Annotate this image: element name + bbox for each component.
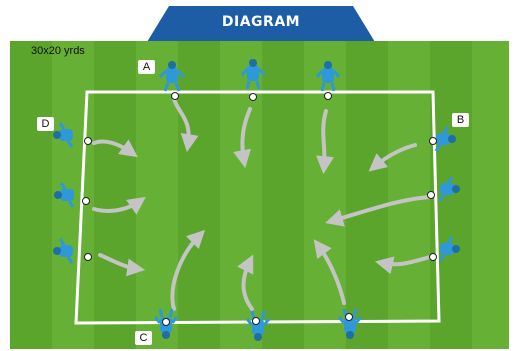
pitch: 30x20 yrds A B C D — [10, 41, 509, 349]
ball-icon — [430, 254, 437, 261]
ball-icon — [85, 254, 92, 261]
ball-icon — [163, 319, 170, 326]
group-label-d: D — [37, 117, 54, 131]
ball-icon — [83, 198, 90, 205]
diagram-header: DIAGRAM — [147, 6, 375, 42]
ball-icon — [253, 318, 260, 325]
header-title: DIAGRAM — [147, 14, 375, 30]
field-size-label: 30x20 yrds — [31, 45, 85, 57]
ball-icon — [250, 94, 257, 101]
ball-icon — [428, 192, 435, 199]
group-label-b: B — [452, 113, 469, 127]
group-label-a: A — [138, 60, 155, 74]
group-label-c: C — [135, 331, 152, 345]
ball-icon — [85, 138, 92, 145]
ball-icon — [430, 138, 437, 145]
pitch-drawing — [10, 41, 509, 349]
ball-icon — [172, 93, 179, 100]
ball-icon — [346, 314, 353, 321]
ball-icon — [325, 93, 332, 100]
